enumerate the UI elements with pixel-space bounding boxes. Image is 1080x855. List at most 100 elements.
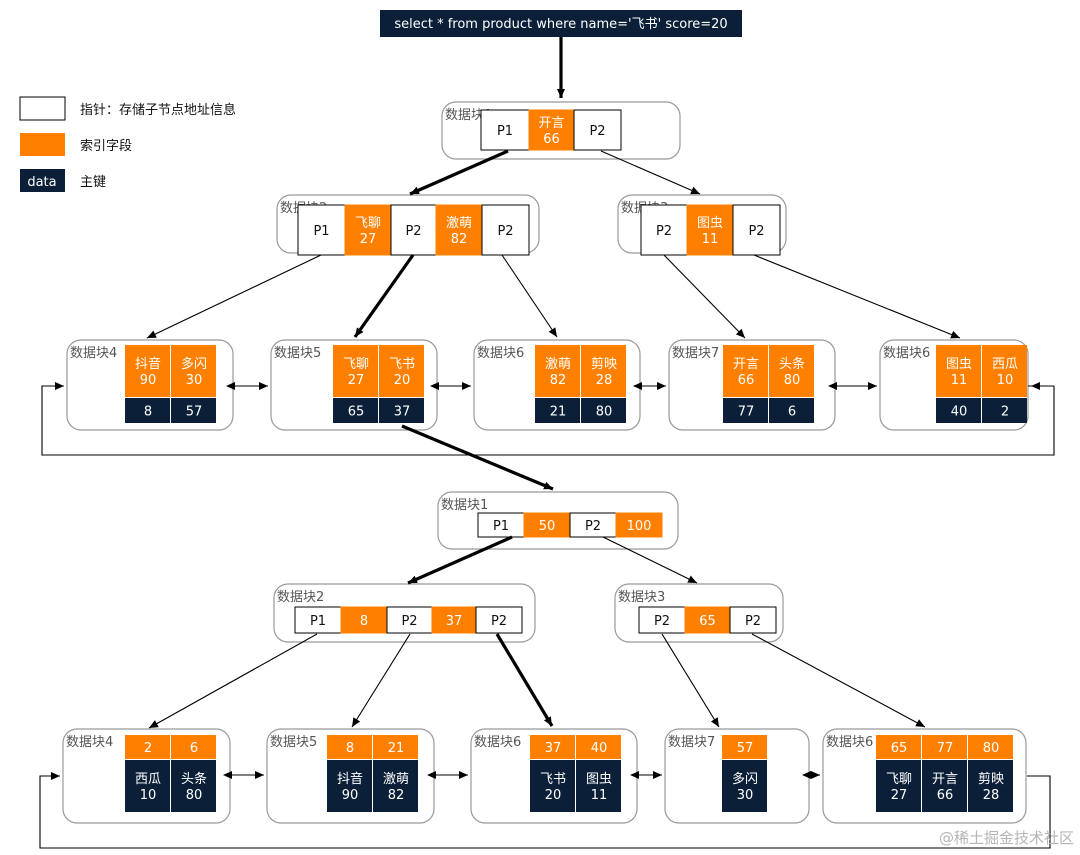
index-text: 图虫 xyxy=(697,216,723,231)
pointer-cell xyxy=(390,204,437,256)
leaf-key-cell xyxy=(982,345,1027,397)
leaf-data-text: 77 xyxy=(738,405,755,420)
leaf-key-text: 飞聊 xyxy=(343,357,369,372)
leaf-key-cell xyxy=(968,735,1013,759)
index-text: 27 xyxy=(360,232,377,247)
leaf-data-cell xyxy=(171,398,216,423)
leaf-key-text: 2 xyxy=(144,741,152,756)
leaf-data-text: 多闪 xyxy=(732,771,758,787)
leaf-data-text: 2 xyxy=(1001,405,1009,420)
leaf-key-cell xyxy=(723,345,768,397)
leaf-data-cell xyxy=(125,760,170,812)
index-cell xyxy=(528,109,575,151)
index-cell xyxy=(435,204,483,256)
leaf-data-text: 80 xyxy=(186,788,203,803)
leaf-key-text: 27 xyxy=(348,373,365,388)
edge-arrow xyxy=(148,633,318,729)
watermark: @稀土掘金技术社区 xyxy=(939,829,1074,847)
leaf-data-cell xyxy=(327,760,372,812)
leaf-key-text: 激萌 xyxy=(545,357,571,372)
index-cell xyxy=(684,606,731,634)
leaf-data-text: 8 xyxy=(144,405,152,420)
edge-arrow xyxy=(751,633,926,728)
index-text: 开言 xyxy=(538,116,564,131)
leaf-key-text: 20 xyxy=(394,373,411,388)
edge-arrow xyxy=(495,633,554,727)
pointer-text: P2 xyxy=(497,224,513,239)
leaf-data-cell xyxy=(876,760,921,812)
index-text: 65 xyxy=(699,614,716,629)
leaf-key-cell xyxy=(722,735,767,759)
pointer-cell xyxy=(481,204,530,256)
block-label: 数据块6 xyxy=(477,346,524,361)
block-label: 数据块4 xyxy=(66,735,113,750)
leaf-data-text: 抖音 xyxy=(337,771,363,787)
leaf-key-text: 28 xyxy=(596,373,613,388)
leaf-data-text: 37 xyxy=(394,405,411,420)
leaf-data-text: 10 xyxy=(140,788,157,803)
leaf-key-cell xyxy=(171,735,216,759)
leaf-data-text: 30 xyxy=(737,788,754,803)
leaf-data-text: 头条 xyxy=(181,771,207,787)
pointer-cell xyxy=(729,606,777,634)
leaf-key-text: 57 xyxy=(737,741,754,756)
legend-data-swatch xyxy=(20,169,65,192)
edge-arrow xyxy=(409,149,509,196)
edge-arrow xyxy=(663,254,746,339)
leaf-chain-link xyxy=(41,382,1055,456)
pointer-cell xyxy=(386,606,433,634)
index-text: 66 xyxy=(543,132,560,147)
block-label: 数据块6 xyxy=(883,346,930,361)
leaf-key-cell xyxy=(581,345,626,397)
leaf-key-text: 飞书 xyxy=(389,357,415,372)
index-cell xyxy=(523,512,571,538)
leaf-data-cell xyxy=(576,760,621,812)
leaf-data-text: 40 xyxy=(951,405,968,420)
leaf-key-text: 10 xyxy=(997,373,1014,388)
leaf-data-text: 激萌 xyxy=(383,772,409,787)
leaf-key-text: 37 xyxy=(545,741,562,756)
pointer-cell xyxy=(573,109,622,151)
leaf-data-text: 西瓜 xyxy=(135,772,161,787)
edge-arrow xyxy=(401,424,554,491)
index-cell xyxy=(615,512,663,538)
leaf-data-text: 飞聊 xyxy=(886,772,912,787)
leaf-key-text: 80 xyxy=(784,373,801,388)
leaf-data-cell xyxy=(722,760,767,812)
leaf-data-text: 剪映 xyxy=(978,771,1004,787)
leaf-data-text: 开言 xyxy=(932,772,958,787)
pointer-text: P2 xyxy=(401,614,417,629)
leaf-data-text: 82 xyxy=(388,788,405,803)
leaf-key-cell xyxy=(936,345,981,397)
leaf-key-cell xyxy=(535,345,580,397)
pointer-text: P2 xyxy=(491,614,507,629)
pointer-text: P2 xyxy=(748,224,764,239)
leaf-key-cell xyxy=(769,345,814,397)
leaf-key-text: 66 xyxy=(738,373,755,388)
leaf-data-cell xyxy=(530,760,575,812)
leaf-data-text: 90 xyxy=(342,788,359,803)
edge-arrow xyxy=(353,254,415,338)
leaf-key-text: 6 xyxy=(190,741,198,756)
block-label: 数据块1 xyxy=(445,108,492,123)
block-label: 数据块6 xyxy=(474,735,521,750)
index-text: 11 xyxy=(702,232,719,247)
edge-arrow xyxy=(407,535,513,585)
pointer-text: P1 xyxy=(313,224,329,239)
legend-index-label: 索引字段 xyxy=(80,139,132,154)
pointer-text: P2 xyxy=(589,124,605,139)
pointer-cell xyxy=(732,204,781,256)
leaf-data-cell xyxy=(333,398,378,423)
leaf-data-cell xyxy=(922,760,967,812)
leaf-data-text: 6 xyxy=(788,405,796,420)
leaf-key-text: 8 xyxy=(346,741,354,756)
block-label: 数据块2 xyxy=(277,590,324,605)
leaf-key-text: 西瓜 xyxy=(992,357,1018,372)
pointer-text: P1 xyxy=(310,614,326,629)
edge-arrow xyxy=(351,633,411,728)
